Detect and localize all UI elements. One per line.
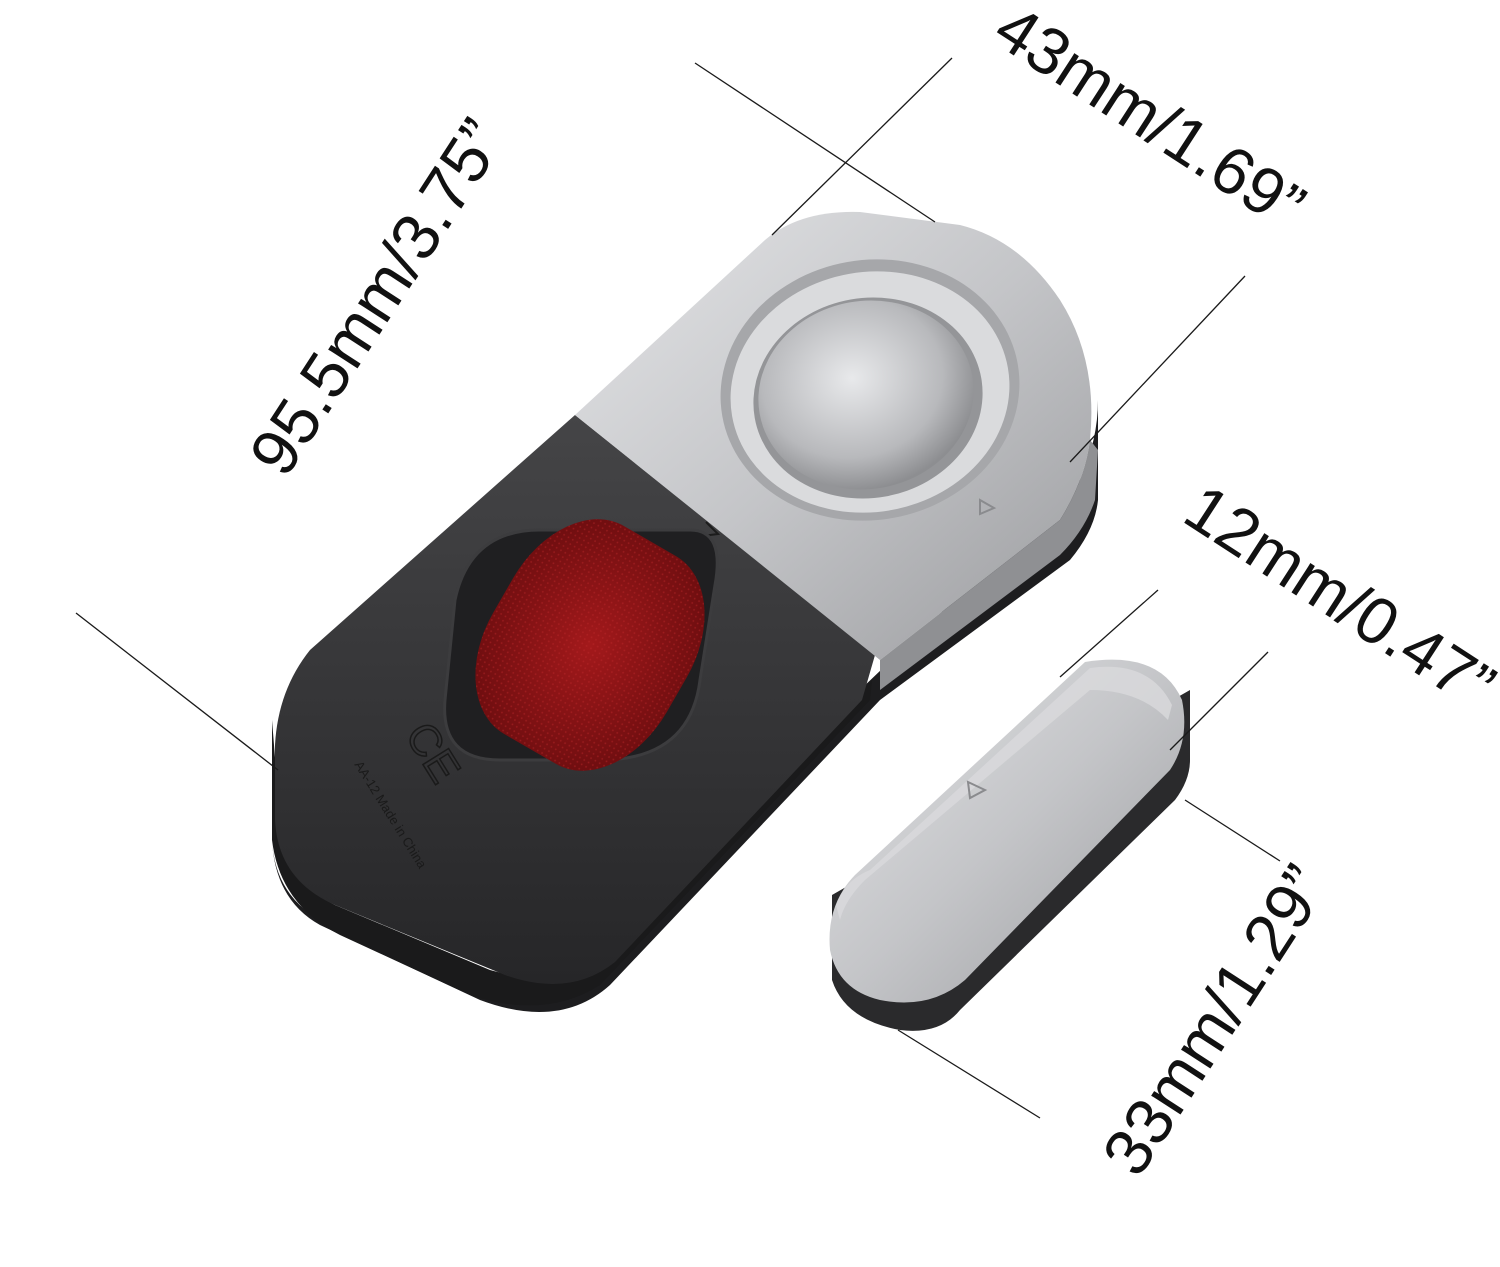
red-button — [443, 519, 719, 771]
dim-line-width-diag — [771, 57, 953, 236]
magnet-body — [829, 659, 1185, 1003]
align-arrow-icon — [979, 498, 997, 516]
dim-label-depth: 12mm/0.47” — [1172, 470, 1500, 724]
magnet-top-highlight — [836, 666, 1172, 920]
dim-line-length-left — [75, 612, 279, 771]
dim-line-magnet-top — [1184, 799, 1281, 862]
dim-label-magnet-length: 33mm/1.29” — [1088, 852, 1342, 1188]
dim-line-width-top — [694, 62, 936, 223]
dim-line-depth-upper — [1059, 589, 1159, 678]
alarm-unit-silver-side — [880, 440, 1098, 690]
dim-label-width: 43mm/1.69” — [982, 0, 1318, 244]
alarm-unit: CE AA-12 Made in China — [272, 211, 1098, 1012]
dimension-lines — [75, 57, 1281, 1119]
speaker — [720, 259, 1020, 521]
magnet-piece — [829, 659, 1190, 1031]
dim-line-length-right — [1069, 275, 1246, 463]
magnet-arrow-icon — [966, 780, 988, 800]
dim-line-magnet-bottom — [897, 1029, 1041, 1119]
dim-label-length: 95.5mm/3.75” — [235, 106, 519, 488]
dim-line-depth-lower — [1169, 651, 1269, 751]
